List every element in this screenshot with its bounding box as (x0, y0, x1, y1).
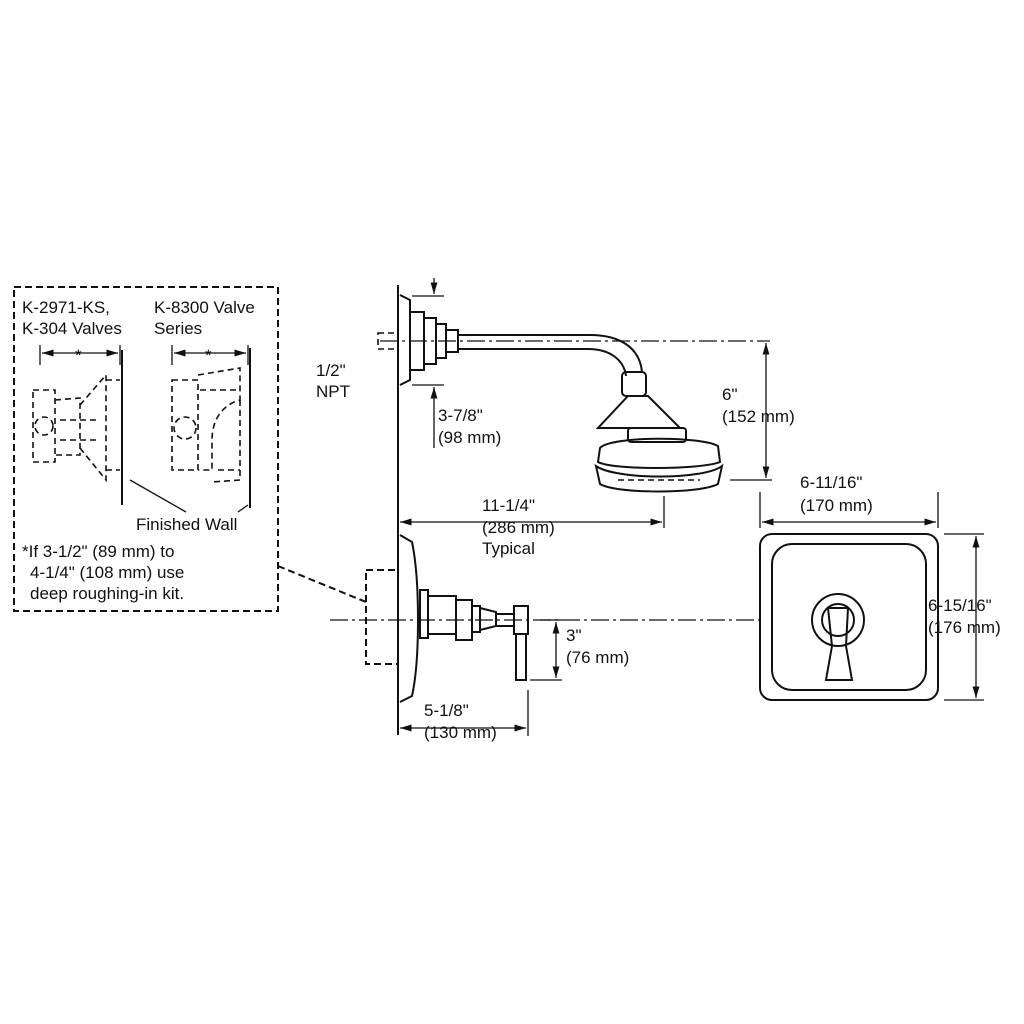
showerhead-body (595, 395, 683, 429)
note-line1: *If 3-1/2" (89 mm) to (22, 542, 174, 561)
shower-arm-assembly (377, 294, 770, 493)
handle-proj-in: 5-1/8" (424, 701, 469, 720)
flange-dim-mm: (98 mm) (438, 428, 501, 447)
handle-drop-dimension: 3" (76 mm) (530, 619, 629, 681)
valve-b-body (171, 348, 251, 508)
callout-leader (277, 565, 367, 603)
npt-label-line2: NPT (316, 382, 350, 401)
finished-wall-label: Finished Wall (136, 515, 237, 534)
finished-wall-leader-b (237, 504, 249, 513)
plate-height-dimension: 6-15/16" (176 mm) (928, 533, 1001, 701)
reach-mm: (286 mm) (482, 518, 555, 537)
npt-label-line1: 1/2" (316, 361, 346, 380)
valve-b-label-line1: K-8300 Valve (154, 298, 255, 317)
valve-a-label-line1: K-2971-KS, (22, 298, 110, 317)
handle-lever-side (515, 634, 527, 681)
arm-drop-mm: (152 mm) (722, 407, 795, 426)
valve-trim-side-view (330, 534, 760, 703)
valve-a-label-line2: K-304 Valves (22, 319, 122, 338)
handle-drop-mm: (76 mm) (566, 648, 629, 667)
plate-width-in: 6-11/16" (800, 473, 862, 492)
valve-a-depth-dimension: * (39, 345, 121, 365)
valve-a-body (32, 350, 123, 505)
reach-in: 11-1/4" (482, 496, 535, 515)
arm-drop-dimension: 6" (152 mm) (722, 343, 795, 481)
trim-plate-side (399, 534, 419, 703)
shower-flange (399, 294, 411, 386)
flange-dimension: 3-7/8" (98 mm) (412, 278, 501, 448)
valve-b-depth-dimension: * (171, 345, 249, 365)
callout-frame (13, 286, 279, 612)
valve-callout: K-2971-KS, K-304 Valves K-8300 Valve Ser… (13, 286, 367, 612)
trim-plate-outer (759, 533, 939, 701)
reach-dimension: 11-1/4" (286 mm) Typical (400, 496, 665, 558)
handle-lever-front (824, 607, 854, 681)
reach-note: Typical (482, 539, 535, 558)
plate-width-dimension: 6-11/16" (170 mm) (759, 473, 939, 528)
flange-dim-in: 3-7/8" (438, 406, 483, 425)
note-line3: deep roughing-in kit. (30, 584, 184, 603)
plate-width-mm: (170 mm) (800, 496, 873, 515)
note-line2: 4-1/4" (108 mm) use (30, 563, 184, 582)
plate-height-in: 6-15/16" (928, 596, 992, 615)
showerhead-face (596, 437, 722, 469)
valve-body-outline (365, 569, 399, 665)
valve-b-label-line2: Series (154, 319, 202, 338)
handle-drop-in: 3" (566, 626, 582, 645)
valve-a-asterisk: * (75, 346, 82, 365)
trim-plate-front-view (759, 533, 939, 701)
handle-proj-mm: (130 mm) (424, 723, 497, 742)
plate-height-mm: (176 mm) (928, 618, 1001, 637)
trim-plate-inner (771, 543, 927, 691)
arm-drop-in: 6" (722, 385, 738, 404)
finished-wall-leader-a (129, 479, 187, 513)
handle-projection-dimension: 5-1/8" (130 mm) (400, 690, 529, 742)
valve-b-asterisk: * (205, 346, 212, 365)
handle-escutcheon (811, 593, 865, 647)
